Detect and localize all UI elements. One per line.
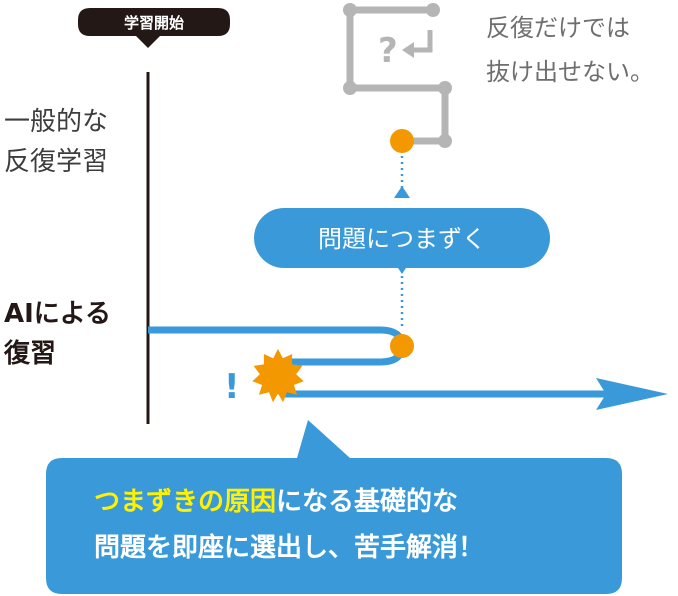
repetition-loop: ? <box>343 3 452 148</box>
stumble-arrow-up <box>394 186 410 198</box>
callout-line1-rest: になる基礎的な <box>276 486 458 517</box>
start-label: 学習開始 <box>124 14 184 32</box>
ai-stumble-point <box>390 334 414 358</box>
row-label-ai-line1: AIによる <box>4 299 111 329</box>
exclamation-mark: ! <box>224 367 240 407</box>
loop-note: 反復だけでは 抜け出せない。 <box>486 14 654 86</box>
row-label-regular-line1: 一般的な <box>4 107 108 137</box>
question-icon: ? <box>378 30 433 71</box>
loop-note-line1: 反復だけでは <box>486 14 630 42</box>
row-label-regular-line2: 反復学習 <box>4 147 108 177</box>
callout-line1: つまずきの原因になる基礎的な <box>94 486 458 517</box>
row-label-regular: 一般的な 反復学習 <box>4 107 108 177</box>
start-badge: 学習開始 <box>78 8 230 48</box>
stumble-pill: 問題につまずく <box>254 208 550 268</box>
regular-stumble-point <box>390 129 414 153</box>
question-mark: ? <box>378 31 398 71</box>
loop-note-line2: 抜け出せない。 <box>486 58 654 86</box>
bottom-callout: つまずきの原因になる基礎的な 問題を即座に選出し、苦手解消！ <box>46 420 622 594</box>
ai-output-arrowhead <box>596 378 668 410</box>
callout-line2: 問題を即座に選出し、苦手解消！ <box>94 532 484 563</box>
row-label-ai-line2: 復習 <box>3 338 56 369</box>
row-label-ai: AIによる 復習 <box>3 299 111 369</box>
stumble-label: 問題につまずく <box>318 225 486 253</box>
callout-highlight: つまずきの原因 <box>94 487 276 517</box>
